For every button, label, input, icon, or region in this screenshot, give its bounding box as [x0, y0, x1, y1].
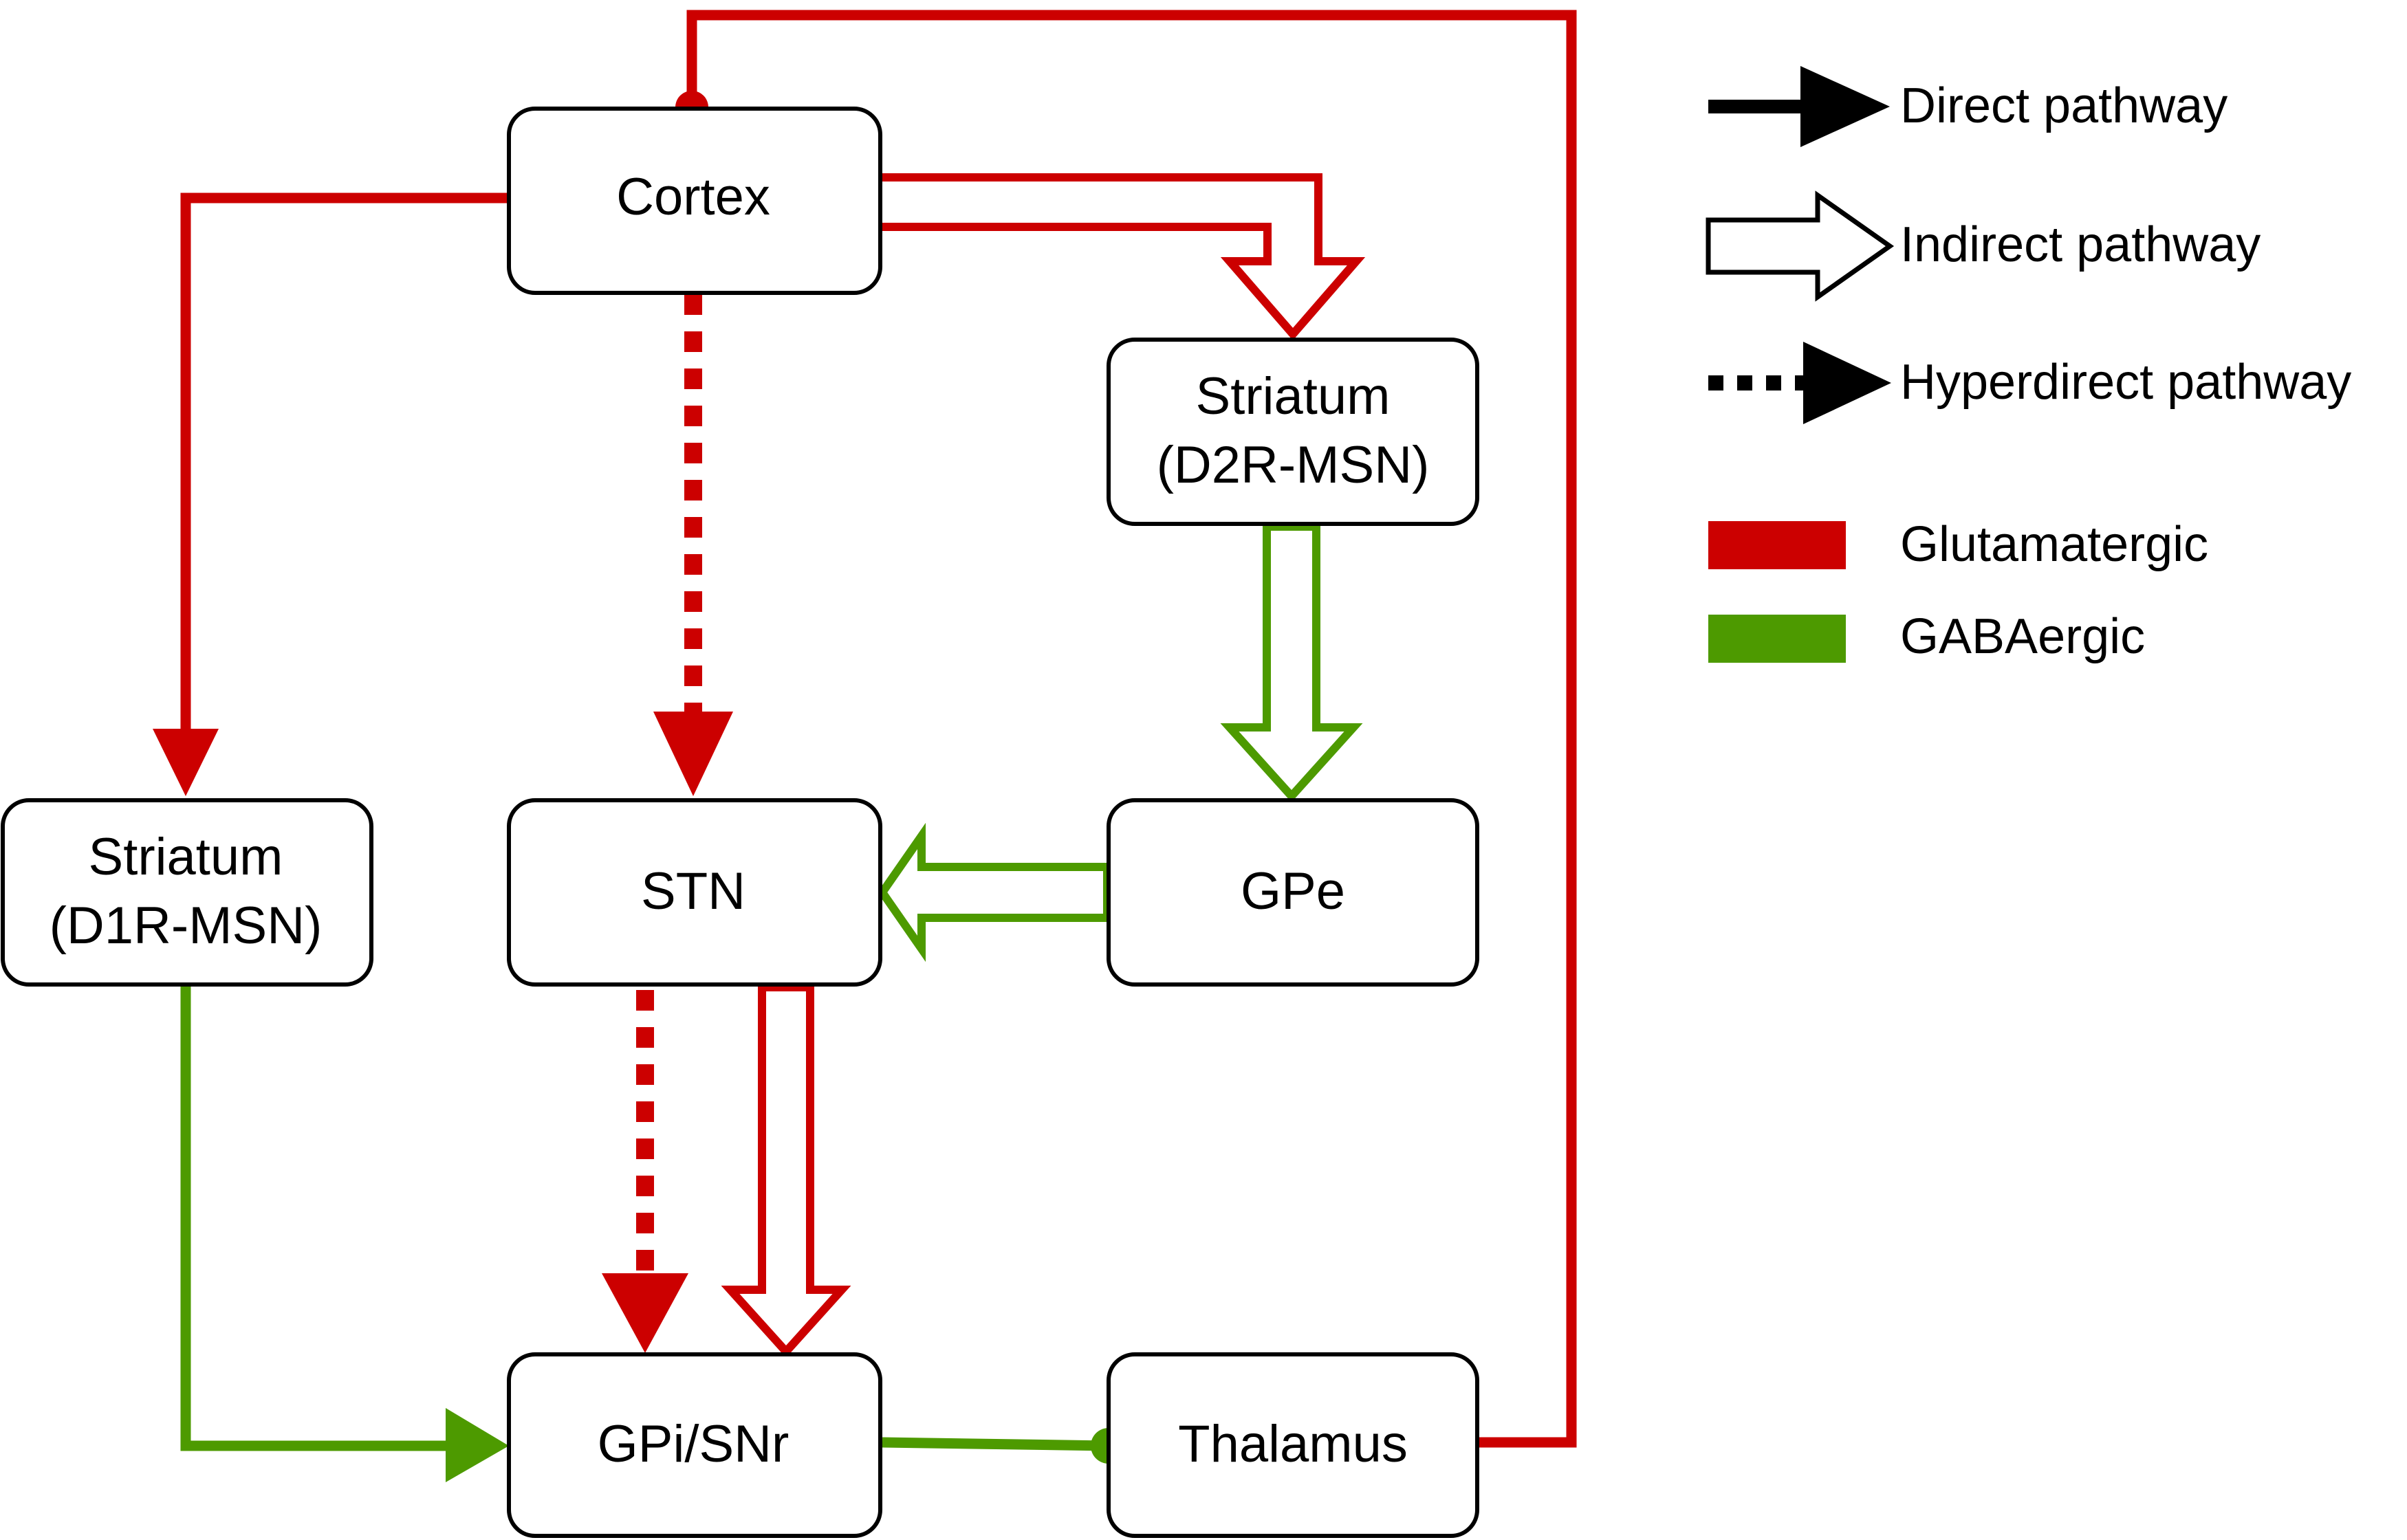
edge-gpi-to-thalamus	[882, 1437, 1109, 1451]
edge-cortex-to-striatum-d1	[180, 192, 509, 749]
legend-indirect-arrow	[1706, 190, 1895, 302]
legend-indirect: Indirect pathway	[1706, 190, 2261, 302]
edge-striatum-d1-to-gpi-arrowhead	[446, 1408, 509, 1482]
legend-glutamatergic: Glutamatergic	[1708, 517, 2208, 572]
legend-direct-label: Direct pathway	[1900, 78, 2228, 133]
edge-cortex-to-striatum-d1-arrowhead	[153, 729, 219, 796]
edge-stn-to-gpi-hyperdirect-arrowhead	[602, 1273, 688, 1353]
legend-gabaergic: GABAergic	[1708, 609, 2145, 664]
node-striatum-d2-label-line1: Striatum	[1196, 367, 1391, 426]
legend-glutamatergic-swatch	[1708, 521, 1846, 569]
node-striatum-d1-label-line1: Striatum	[89, 828, 283, 886]
legend-hyperdirect-label: Hyperdirect pathway	[1900, 355, 2351, 410]
node-gpe: GPe	[1107, 798, 1479, 987]
node-stn: STN	[507, 798, 882, 987]
node-striatum-d2: Striatum (D2R-MSN)	[1107, 338, 1479, 526]
edge-gpe-to-stn	[877, 822, 1111, 962]
node-thalamus: Thalamus	[1107, 1352, 1479, 1538]
edge-cortex-to-stn-arrowhead	[653, 712, 733, 796]
legend: Direct pathway Indirect pathway Hyperdir…	[1706, 66, 2351, 664]
edge-striatum-d2-to-gpe	[1220, 522, 1363, 802]
legend-indirect-label: Indirect pathway	[1900, 217, 2261, 272]
node-striatum-d1: Striatum (D1R-MSN)	[1, 798, 373, 987]
legend-direct: Direct pathway	[1708, 66, 2228, 147]
legend-hyperdirect-arrowhead	[1803, 342, 1891, 424]
edge-thalamus-to-cortex	[686, 10, 1577, 1448]
node-cortex: Cortex	[507, 107, 882, 295]
legend-hyperdirect: Hyperdirect pathway	[1708, 342, 2351, 424]
legend-gabaergic-label: GABAergic	[1900, 609, 2145, 664]
node-gpi-snr-label: GPi/SNr	[598, 1415, 789, 1473]
node-thalamus-label: Thalamus	[1178, 1415, 1408, 1473]
edge-cortex-to-striatum-d2	[882, 173, 1366, 341]
node-stn-label: STN	[641, 862, 745, 921]
edge-striatum-d1-to-gpi	[180, 984, 468, 1451]
node-gpi-snr: GPi/SNr	[507, 1352, 882, 1538]
node-striatum-d1-label-line2: (D1R-MSN)	[50, 896, 323, 955]
node-striatum-d2-label-line2: (D2R-MSN)	[1157, 436, 1430, 494]
legend-glutamatergic-label: Glutamatergic	[1900, 517, 2208, 572]
edge-stn-to-gpi-indirect	[721, 983, 851, 1358]
node-cortex-label: Cortex	[616, 168, 770, 226]
legend-gabaergic-swatch	[1708, 615, 1846, 663]
node-gpe-label: GPe	[1241, 862, 1345, 921]
legend-direct-arrowhead	[1800, 66, 1890, 147]
